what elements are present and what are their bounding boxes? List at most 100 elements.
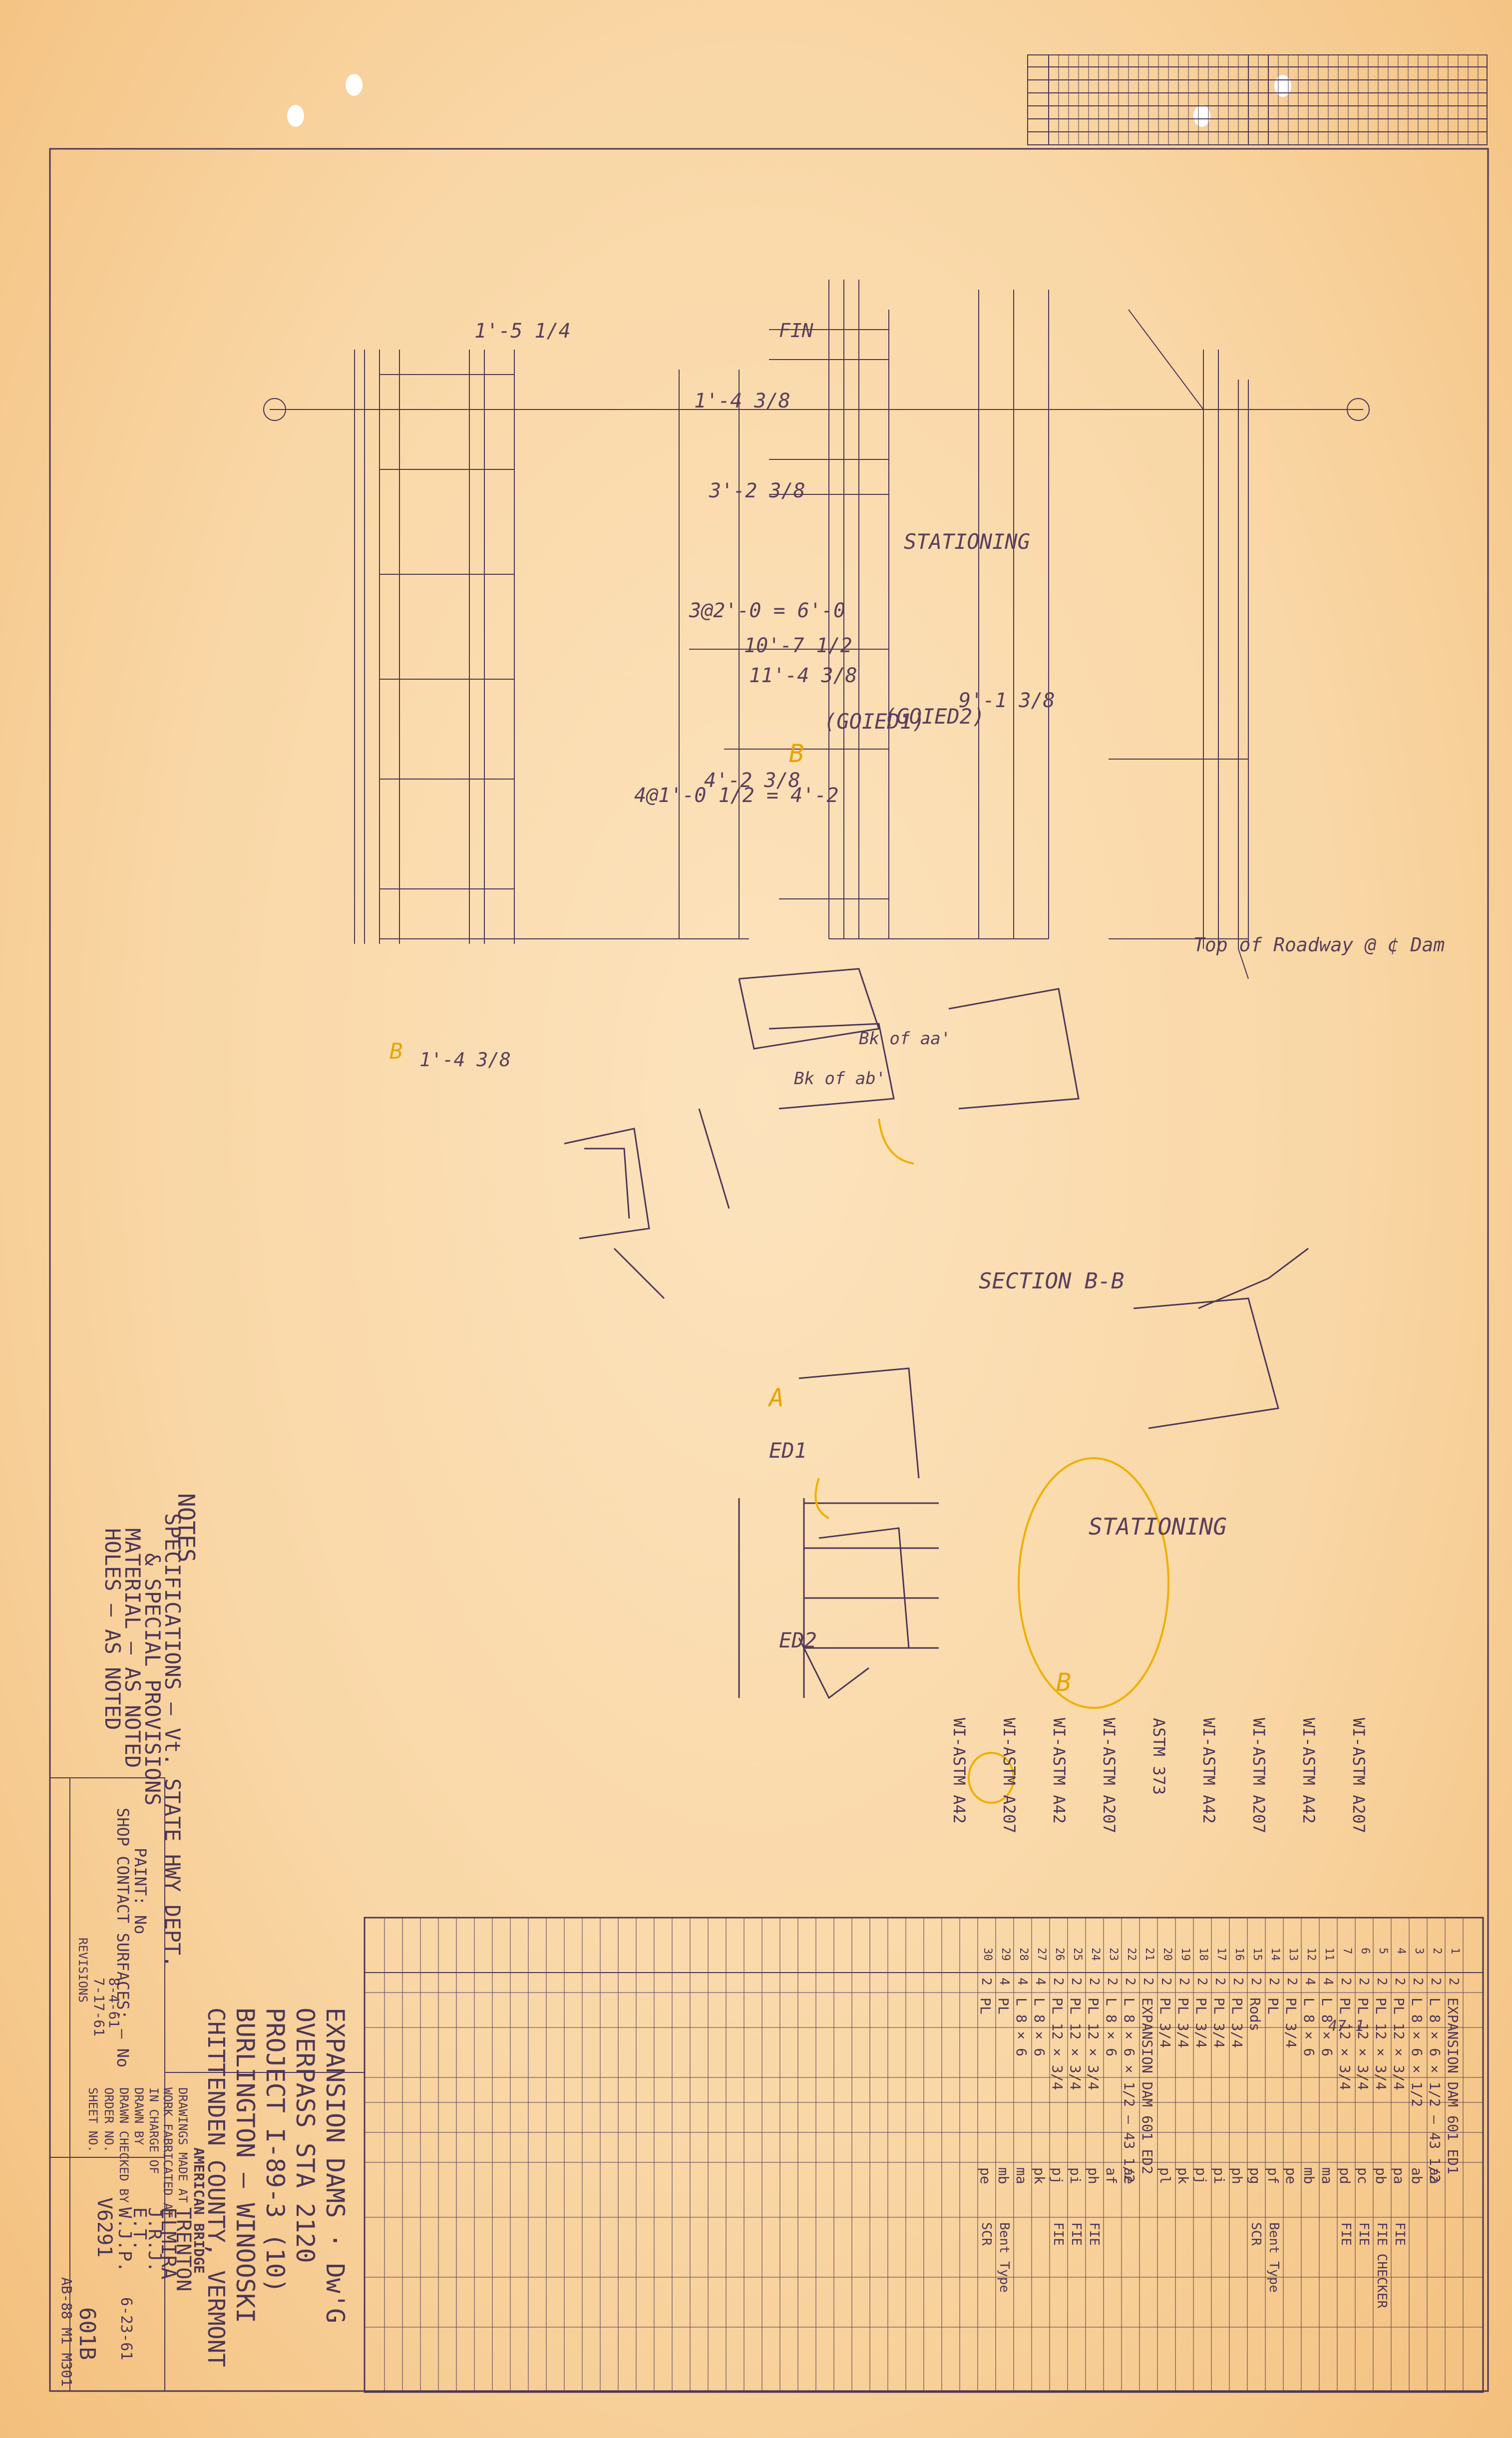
bom-line-number: 22 [1125, 1948, 1137, 1961]
order-no-label: ORDER NO. [102, 2087, 116, 2153]
bom-line-number: 23 [1107, 1948, 1120, 1961]
bom-pcs: 2 [1087, 1978, 1102, 1986]
bom-description: PL 3/4 [1175, 1998, 1191, 2048]
revision-b-mark: B [1056, 1668, 1072, 1697]
bom-description: L 8 × 6 × 1/2 [1409, 1998, 1425, 2107]
bom-description: PL 3/4 [1283, 1998, 1299, 2048]
material-spec: WI-ASTM A42 [950, 1718, 969, 1824]
bom-pcs: 2 [1212, 1978, 1227, 1986]
centerline-marker [1347, 398, 1370, 421]
section-bb-label: SECTION B-B [979, 1268, 1125, 1294]
bom-description: PL 12 × 3/4 [1085, 1998, 1102, 2090]
bom-mark: mb [1301, 2167, 1317, 2184]
bom-line-number: 4 [1395, 1948, 1407, 1955]
bom-line-number: 7 [1341, 1948, 1353, 1955]
bom-remarks: FIE [1392, 2222, 1407, 2246]
bom-mark: pg [1247, 2167, 1263, 2184]
goied2-label: (GOIED2) [884, 704, 985, 729]
bom-mark: ab [1409, 2167, 1425, 2184]
section-details [564, 968, 1309, 1699]
bom-mark: pa [1391, 2167, 1407, 2184]
paint-note: PAINT: No [131, 1848, 150, 1935]
bom-line-number: 25 [1071, 1948, 1084, 1961]
revisions-label: REVISIONS [76, 1938, 90, 2003]
bom-pcs: 2 [1051, 1978, 1066, 1986]
title-line: BURLINGTON – WINOOSKI [231, 2008, 260, 2324]
fin-label: FIN [779, 320, 813, 342]
bom-pcs: 2 [1158, 1978, 1173, 1986]
bom-mark: pc [1355, 2167, 1371, 2184]
bom-description: PL [977, 1998, 994, 2015]
bom-remarks: Bent Type [1266, 2222, 1281, 2293]
dim-label: 11'-4 3/8 [749, 664, 857, 687]
title-block [49, 1777, 365, 2392]
bom-line-number: 6 [1359, 1948, 1371, 1955]
bom-description: L 8 × 6 × 1/2 – 43 1/2 [1121, 1998, 1137, 2183]
ed2-label: ED2 [779, 1628, 817, 1652]
dim-label: 1'-4 3/8 [419, 1049, 511, 1071]
bom-line-number: 27 [1035, 1948, 1048, 1961]
bom-mark: pb [1373, 2167, 1389, 2184]
bom-pcs: 2 [1176, 1978, 1191, 1986]
revision-b-mark: B [389, 1039, 403, 1064]
bom-remarks: SCR [1248, 2222, 1263, 2246]
bom-line-number: 18 [1197, 1948, 1209, 1961]
dim-label: 1'-5 1/4 [474, 320, 571, 343]
punch-hole [346, 74, 363, 96]
stationing-label: STATIONING [904, 529, 1030, 554]
revision-oval [968, 1752, 1015, 1804]
bom-mark: ph [1085, 2167, 1102, 2184]
notes-line: HOLES – AS NOTED [100, 1528, 125, 1730]
bom-mark: aa [1427, 2167, 1443, 2184]
bom-line-number: 11 [1323, 1948, 1335, 1961]
dim-label: 4'-2 3/8 [704, 769, 800, 792]
bom-mark: pj [1049, 2167, 1066, 2184]
stamp-label: 47-1 [1328, 2018, 1365, 2035]
sheet-no-label: SHEET NO. [86, 2087, 100, 2153]
bom-description: PL 3/4 [1211, 1998, 1227, 2048]
bom-pcs: 2 [1410, 1978, 1425, 1986]
bom-line-number: 3 [1413, 1948, 1425, 1955]
bk-of-ab-label: Bk of ab' [794, 1069, 886, 1089]
material-spec: WI-ASTM A207 [1349, 1718, 1368, 1834]
bom-line-number: 2 [1431, 1948, 1443, 1955]
bom-description: PL 12 × 3/4 [1337, 1998, 1353, 2090]
material-spec: WI-ASTM A207 [1000, 1718, 1019, 1834]
bom-description: PL 3/4 [1193, 1998, 1209, 2048]
bom-mark: ph [1229, 2167, 1245, 2184]
order-no: V6291 [93, 2197, 116, 2258]
title-line: PROJECT I-89-3 (10) [261, 2008, 290, 2293]
bom-remarks: FIE [1356, 2222, 1371, 2246]
bom-pcs: 2 [1446, 1978, 1461, 1986]
title-line: EXPANSION DAMS · Dw'G [321, 2008, 350, 2324]
date: 6-23-61 [117, 2297, 135, 2361]
bom-pcs: 2 [1069, 1978, 1084, 1986]
bom-description: L 8 × 6 × 1/2 – 43 1/2 [1427, 1998, 1443, 2183]
bom-pcs: 2 [1140, 1978, 1155, 1986]
material-spec: ASTM 373 [1149, 1718, 1168, 1795]
bom-pcs: 2 [979, 1978, 994, 1986]
bom-remarks: FIE [1087, 2222, 1102, 2246]
work-fabricated-at-label: WORK FABRICATED AT [161, 2087, 175, 2218]
bom-line-number: 26 [1053, 1948, 1066, 1961]
bom-description: PL [995, 1998, 1012, 2015]
revision-a: 7-17-61 [91, 1978, 107, 2037]
bom-description: PL 12 × 3/4 [1391, 1998, 1407, 2090]
bom-line-number: 19 [1179, 1948, 1191, 1961]
bom-mark: pi [1211, 2167, 1227, 2184]
sheet-no: 601B [74, 2307, 100, 2360]
bom-mark: pi [1067, 2167, 1084, 2184]
bom-line-number: 14 [1269, 1948, 1281, 1961]
bom-remarks: FIE [1069, 2222, 1084, 2246]
bom-pcs: 2 [1428, 1978, 1443, 1986]
bom-remarks: FIE [1338, 2222, 1353, 2246]
bom-pcs: 2 [1284, 1978, 1299, 1986]
bom-line-number: 24 [1089, 1948, 1102, 1961]
bom-pcs: 4 [1015, 1978, 1030, 1986]
bom-pcs: 2 [1248, 1978, 1263, 1986]
bom-line-number: 5 [1377, 1948, 1389, 1955]
checked-by: W.J.P. [114, 2207, 135, 2273]
material-spec: WI-ASTM A207 [1100, 1718, 1119, 1834]
